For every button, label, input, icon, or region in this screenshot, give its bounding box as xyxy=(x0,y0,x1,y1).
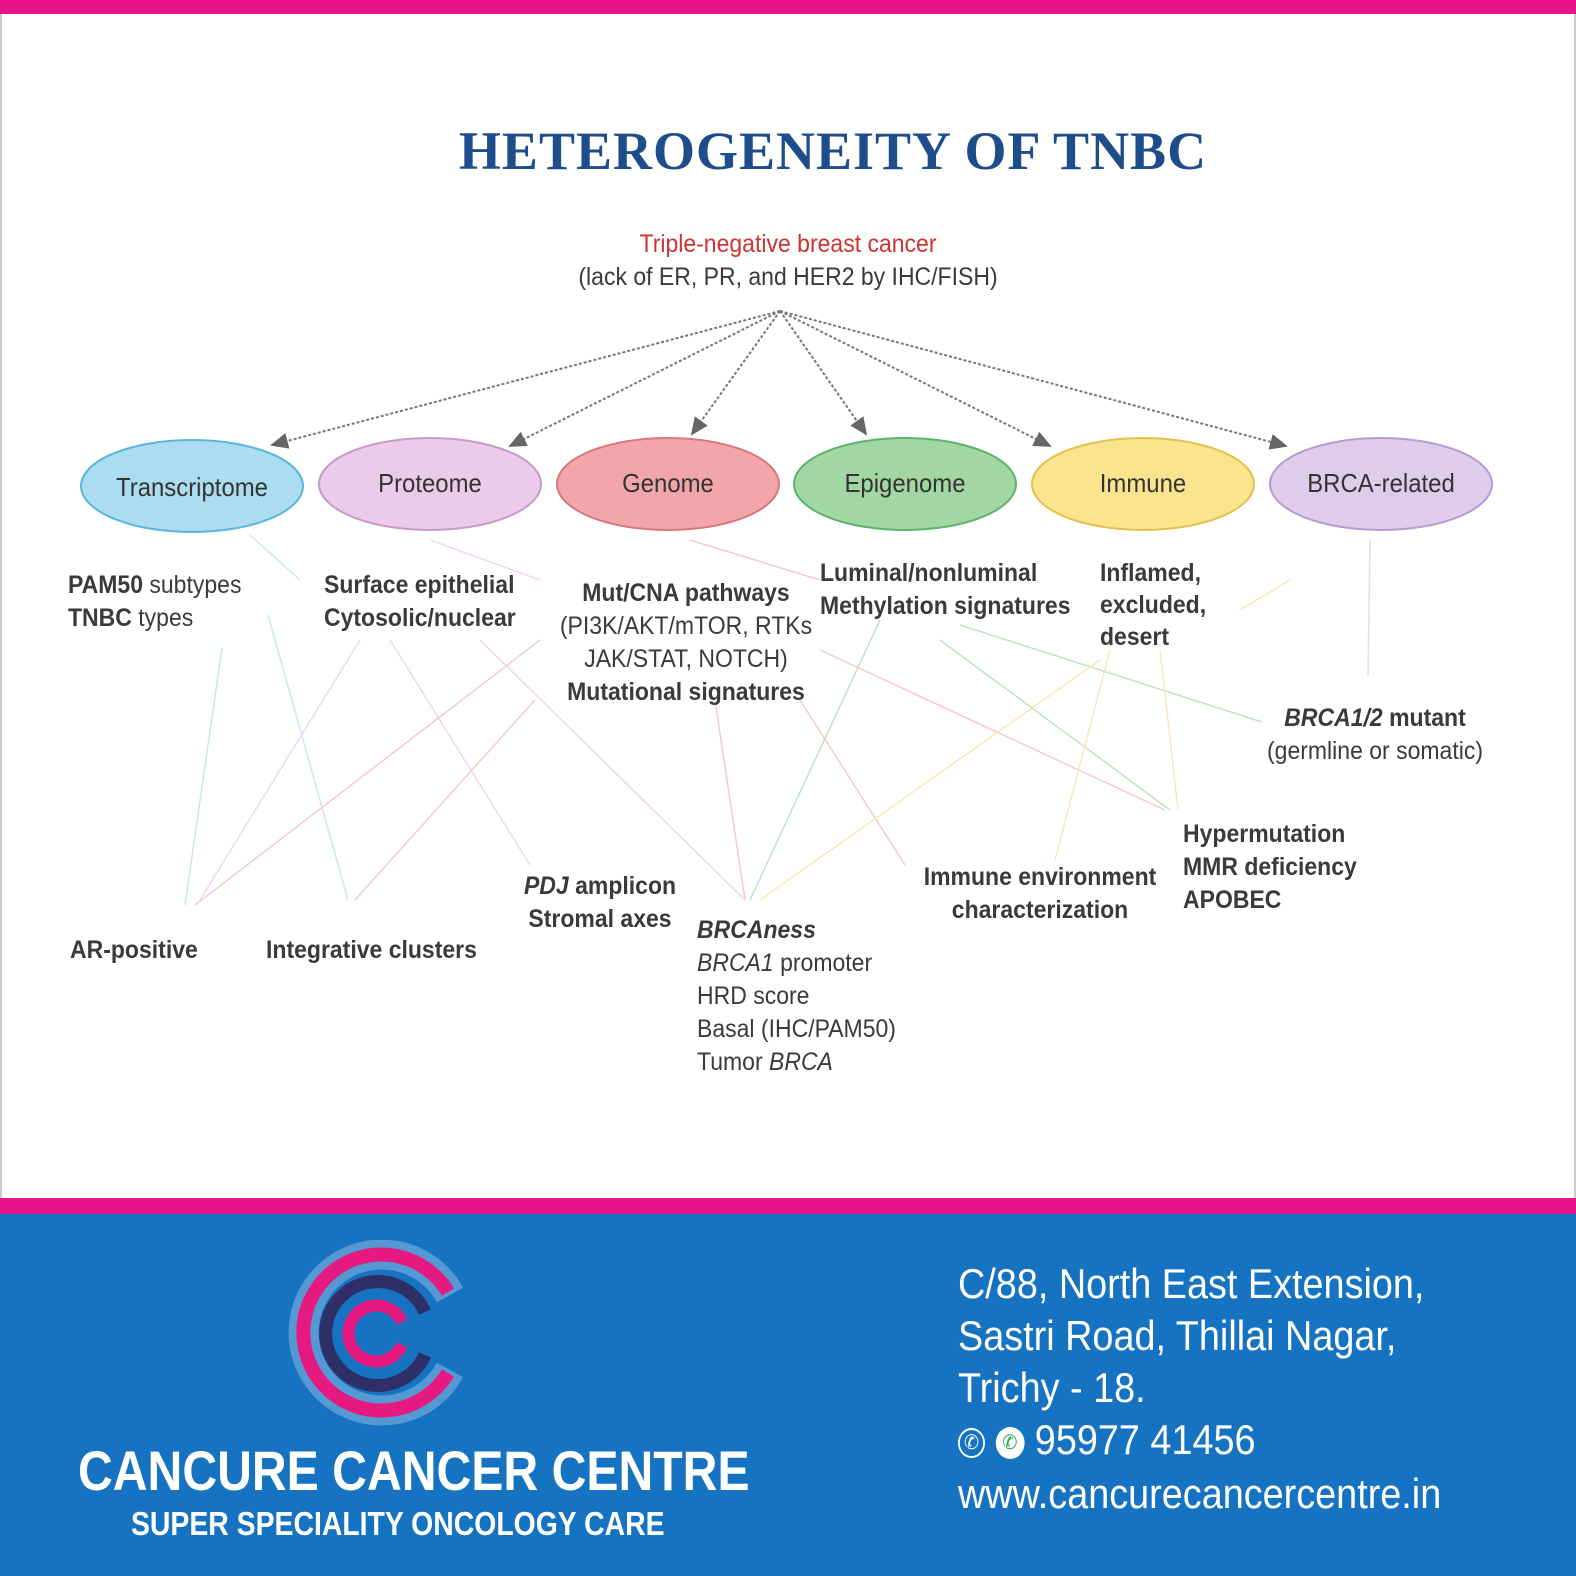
tumor: Tumor xyxy=(697,1048,769,1076)
brcaness-title: BRCAness xyxy=(697,916,816,944)
brand-name: CANCURE CANCER CENTRE xyxy=(78,1439,750,1502)
node-transcriptome-shape xyxy=(80,439,304,533)
detail-line: excluded, xyxy=(1100,591,1207,619)
page-title: HETEROGENEITY OF TNBC xyxy=(458,121,1208,181)
detail-line: Surface epithelial xyxy=(324,571,515,599)
pam50: PAM50 xyxy=(68,571,143,599)
phone-icon: ✆ xyxy=(958,1427,985,1458)
tnbc: TNBC xyxy=(68,604,132,632)
node-brca: BRCA-related xyxy=(1307,468,1455,498)
brand-tagline: SUPER SPECIALITY ONCOLOGY CARE xyxy=(131,1505,665,1542)
detail-line: Methylation signatures xyxy=(820,592,1071,620)
genome-details: Mut/CNA pathways (PI3K/AKT/mTOR, RTKs JA… xyxy=(548,577,824,709)
node-epigenome: Epigenome xyxy=(844,468,966,498)
arrow-to-immune xyxy=(779,310,1052,447)
transcriptome-details: PAM50 subtypes TNBC types xyxy=(68,569,241,635)
node-immune: Immune xyxy=(1099,468,1187,498)
brca12: BRCA1/2 xyxy=(1284,704,1383,732)
arrow-to-brca xyxy=(779,310,1288,450)
node-genome: Genome xyxy=(622,468,714,498)
node-immune-shape xyxy=(1031,437,1255,531)
arrow-to-epigenome xyxy=(779,310,868,436)
root-title: Triple-negative breast cancer xyxy=(639,230,937,258)
footer-accent-bar xyxy=(0,1198,1576,1214)
outcome-hypermutation: Hypermutation MMR deficiency APOBEC xyxy=(1183,818,1357,917)
root-subtitle: (lack of ER, PR, and HER2 by IHC/FISH) xyxy=(578,263,998,291)
tnbc-rest: types xyxy=(131,604,194,632)
node-proteome-shape xyxy=(318,437,542,531)
arrow-to-transcriptome xyxy=(270,310,781,449)
node-proteome: Proteome xyxy=(378,468,482,498)
address-line: Trichy - 18. xyxy=(958,1364,1146,1411)
pdj: PDJ xyxy=(523,872,569,900)
node-genome-shape xyxy=(556,437,780,531)
phone-number[interactable]: 95977 41456 xyxy=(1034,1416,1256,1463)
proteome-details: Surface epithelial Cytosolic/nuclear xyxy=(324,569,516,635)
detail-line: Stromal axes xyxy=(528,905,672,933)
brca-details: BRCA1/2 mutant (germline or somatic) xyxy=(1242,702,1509,768)
arrow-to-genome xyxy=(690,310,781,436)
detail-line: Basal (IHC/PAM50) xyxy=(697,1015,896,1043)
node-brca-shape xyxy=(1269,437,1493,531)
root-node: Triple-negative breast cancer (lack of E… xyxy=(512,228,1064,294)
cancure-logo-icon xyxy=(288,1240,464,1426)
detail-line: (PI3K/AKT/mTOR, RTKs xyxy=(559,612,813,640)
address-line: Sastri Road, Thillai Nagar, xyxy=(958,1312,1397,1359)
epigenome-details: Luminal/nonluminal Methylation signature… xyxy=(820,557,1070,623)
node-transcriptome: Transcriptome xyxy=(115,472,268,502)
detail-line: Luminal/nonluminal xyxy=(820,559,1038,587)
outcome-immune-environment: Immune environment characterization xyxy=(911,861,1169,927)
pdj-rest: amplicon xyxy=(568,872,677,900)
detail-line: MMR deficiency xyxy=(1183,853,1357,881)
brca: BRCA xyxy=(768,1048,833,1076)
phone-row[interactable]: ✆ ✆ 95977 41456 xyxy=(958,1416,1256,1464)
whatsapp-icon: ✆ xyxy=(995,1426,1025,1459)
detail-line: (germline or somatic) xyxy=(1267,737,1483,765)
detail-line: Mut/CNA pathways xyxy=(582,579,790,607)
top-accent-bar xyxy=(0,0,1576,14)
diagram-connectors xyxy=(80,310,1493,906)
content-frame xyxy=(0,14,1576,1198)
detail-line: Mutational signatures xyxy=(567,678,805,706)
detail-line: Inflamed, xyxy=(1100,559,1201,587)
detail-line: APOBEC xyxy=(1183,886,1282,914)
pam50-rest: subtypes xyxy=(142,571,242,599)
immune-details: Inflamed, excluded, desert xyxy=(1100,557,1206,653)
brca1: BRCA1 xyxy=(697,949,774,977)
detail-line: JAK/STAT, NOTCH) xyxy=(584,645,788,673)
outcome-pdj: PDJ amplicon Stromal axes xyxy=(508,870,692,936)
outcome-integrative-clusters: Integrative clusters xyxy=(266,936,477,964)
website-link[interactable]: www.cancurecancercentre.in xyxy=(958,1470,1442,1517)
detail-line: Hypermutation xyxy=(1183,820,1346,848)
arrow-to-proteome xyxy=(508,310,781,447)
address-line: C/88, North East Extension, xyxy=(958,1260,1425,1307)
detail-line: characterization xyxy=(951,896,1129,924)
brca1-rest: promoter xyxy=(773,949,873,977)
outcome-ar-positive: AR-positive xyxy=(70,936,198,964)
footer xyxy=(0,1214,1576,1576)
brca12-rest: mutant xyxy=(1382,704,1466,732)
detail-line: desert xyxy=(1100,623,1170,651)
detail-line: Cytosolic/nuclear xyxy=(324,604,516,632)
node-epigenome-shape xyxy=(793,437,1017,531)
detail-line: Immune environment xyxy=(923,863,1157,891)
detail-line: HRD score xyxy=(697,982,810,1010)
outcome-brcaness: BRCAness BRCA1 promoter HRD score Basal … xyxy=(697,914,896,1079)
